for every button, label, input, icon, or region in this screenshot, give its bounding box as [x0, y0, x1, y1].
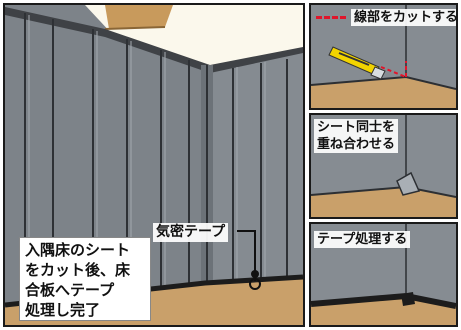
red-dashed-line-legend: [316, 16, 346, 19]
cut-line: [380, 66, 407, 78]
caption-line-1: 入隅床のシート: [25, 241, 131, 259]
step-cut-panel: 線部をカットする: [309, 3, 458, 110]
step-overlap-panel: シート同士を 重ね合わせる: [309, 113, 458, 219]
step-tape-panel: テープ処理する: [309, 222, 458, 327]
main-caption: 入隅床のシート をカット後、床 合板へテープ 処理し完了: [19, 237, 151, 321]
caption-line-3: 合板へテープ: [25, 281, 115, 299]
caption-line-4: 処理し完了: [25, 301, 101, 319]
overlapped-sheet-flap: [396, 171, 421, 196]
step-overlap-label: シート同士を 重ね合わせる: [314, 119, 399, 153]
step-overlap-label-line-1: シート同士を: [317, 120, 396, 135]
step-overlap-label-line-2: 重ね合わせる: [317, 137, 396, 152]
step-tape-label: テープ処理する: [314, 231, 411, 248]
main-room-illustration: 気密テープ 入隅床のシート をカット後、床 合板へテープ 処理し完了: [3, 3, 305, 327]
caption-line-2: をカット後、床: [25, 261, 131, 279]
step-cut-label: 線部をカットする: [351, 9, 456, 26]
right-wall-studs: [232, 59, 288, 281]
ceiling-joist: [105, 5, 173, 29]
utility-knife-icon: [328, 46, 386, 80]
airtight-tape-callout: 気密テープ: [153, 223, 229, 242]
